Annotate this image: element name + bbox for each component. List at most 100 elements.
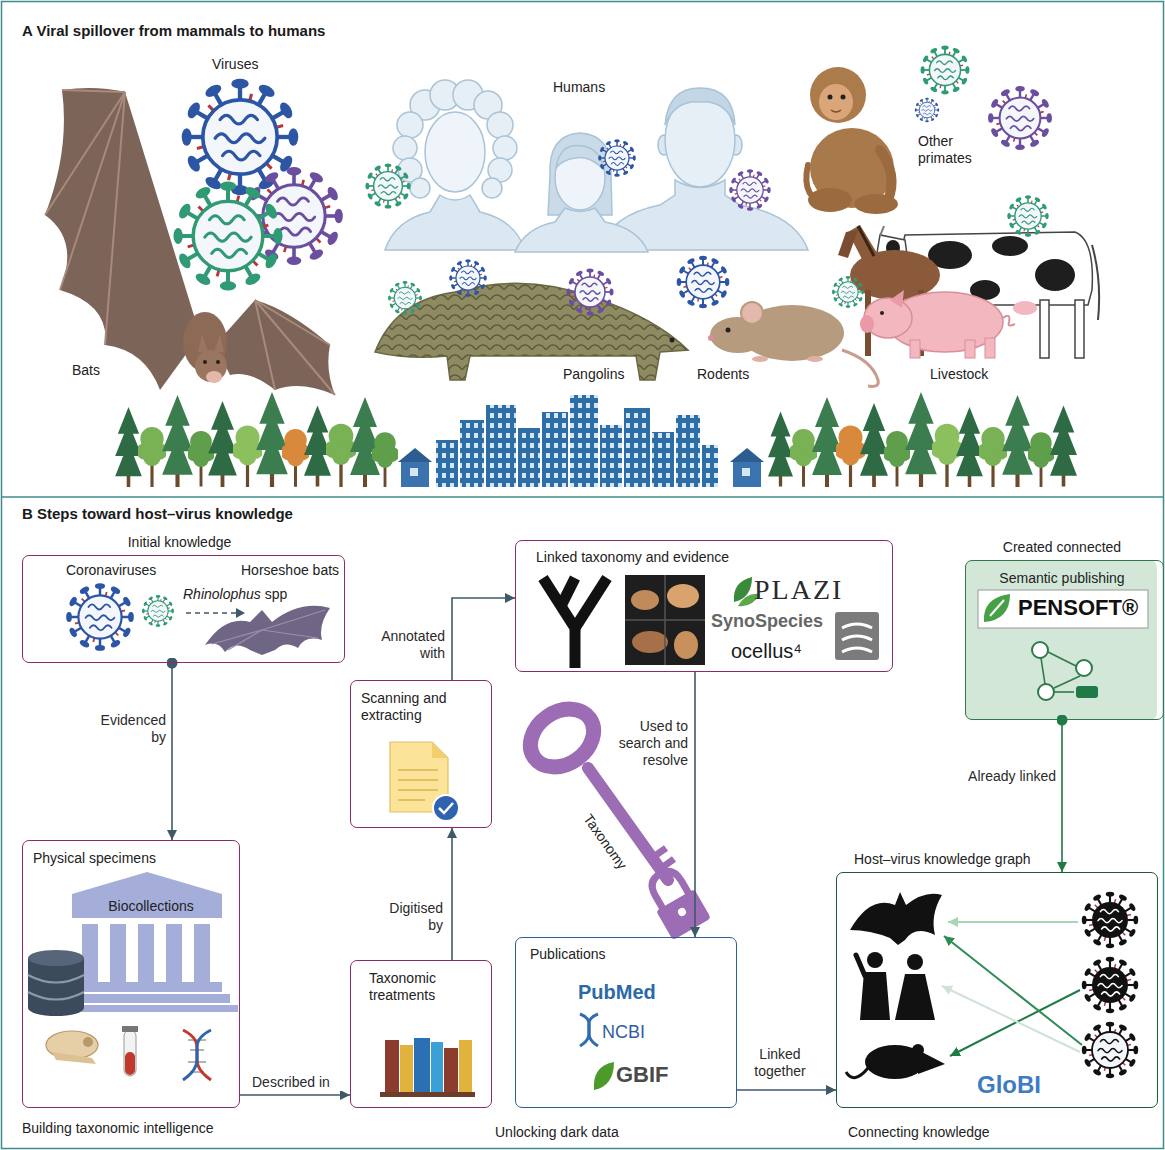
gbif-leaf xyxy=(594,1062,614,1090)
biocollection-icon xyxy=(110,924,126,982)
livestock-illustration xyxy=(838,230,858,258)
landscape xyxy=(1002,395,1033,487)
livestock-illustration xyxy=(880,226,884,236)
edge-label: Described in xyxy=(250,1074,349,1091)
figure-label: Livestock xyxy=(930,366,988,383)
graph-illustration xyxy=(1082,1022,1138,1078)
coronavirus-icon xyxy=(236,608,245,618)
landscape xyxy=(208,401,237,487)
figure-label: Pangolins xyxy=(563,366,625,383)
stack-icon xyxy=(842,624,872,652)
flow-arrow xyxy=(737,1089,836,1091)
books-icon xyxy=(380,1092,475,1097)
biocollection-icon xyxy=(82,924,98,982)
plazi-leaf xyxy=(738,594,760,607)
key-label: Taxonomy xyxy=(580,811,631,873)
rodent-illustration xyxy=(807,356,823,362)
livestock-illustration xyxy=(890,290,904,308)
semantic-panel xyxy=(1041,658,1045,684)
stage-label: Connecting knowledge xyxy=(848,1124,990,1141)
graph-illustration xyxy=(846,892,1138,1079)
virus-illustration xyxy=(449,259,487,297)
primate-illustration xyxy=(810,67,866,123)
books-icon xyxy=(459,1040,472,1092)
box-text: PubMed xyxy=(578,980,656,1004)
books-icon xyxy=(400,1045,413,1092)
semantic-panel xyxy=(1076,686,1098,698)
books-icon xyxy=(380,1038,475,1097)
human-illustration xyxy=(548,133,612,215)
horseshoe-bat-icon xyxy=(212,630,262,644)
taxonomy-key xyxy=(652,848,666,858)
sample-tube-icon xyxy=(122,1026,138,1076)
flow-arrow xyxy=(1061,720,1063,872)
landscape xyxy=(652,432,674,487)
landscape xyxy=(676,415,700,487)
graph-illustration xyxy=(912,1044,924,1056)
landscape xyxy=(115,392,1077,487)
document-icon xyxy=(398,779,438,781)
landscape xyxy=(518,428,540,487)
bat-illustration xyxy=(60,92,125,290)
lock-icon xyxy=(677,907,688,918)
bat-illustration xyxy=(255,300,275,390)
human-illustration xyxy=(556,145,604,170)
box-text: Rhinolophus spp xyxy=(183,586,287,603)
photo-collage xyxy=(625,575,705,665)
livestock-illustration xyxy=(1040,300,1049,358)
horseshoe-bat-icon xyxy=(228,630,262,650)
landscape xyxy=(702,445,718,487)
human-illustration xyxy=(385,80,808,252)
virus-illustration xyxy=(567,269,614,316)
graph-illustration xyxy=(850,892,942,945)
landscape xyxy=(600,425,622,487)
knowledge-box: Initial knowledgeCoronavirusesHorseshoe … xyxy=(22,555,345,663)
document-icon xyxy=(398,769,438,771)
figure-label: Viruses xyxy=(212,56,258,73)
virus-illustration xyxy=(173,181,282,290)
horseshoe-bat-icon xyxy=(212,610,325,650)
document-icon xyxy=(433,795,459,821)
livestock-illustration xyxy=(992,236,1028,256)
figure-label: Other primates xyxy=(918,133,982,167)
bat-illustration xyxy=(198,334,208,352)
dna-icon xyxy=(183,1030,211,1080)
human-illustration xyxy=(493,136,517,160)
virus-illustration xyxy=(173,46,1051,316)
semantic-panel xyxy=(978,590,1148,628)
plazi-leaf xyxy=(734,577,760,606)
primate-illustration xyxy=(828,95,833,100)
bat-illustration xyxy=(203,360,207,364)
books-icon xyxy=(444,1048,458,1092)
landscape xyxy=(789,429,819,487)
figure-frame xyxy=(2,496,1164,498)
flow-arrow xyxy=(451,828,453,960)
bat-illustration xyxy=(255,300,335,395)
landscape xyxy=(1050,406,1077,487)
box-text: Horseshoe bats xyxy=(241,562,339,579)
semantic-panel xyxy=(1032,642,1048,658)
biocollection-icon xyxy=(166,924,182,982)
biocollection-icon xyxy=(64,994,230,1003)
taxonomy-logo xyxy=(543,578,575,668)
landscape xyxy=(486,405,516,487)
photo-collage xyxy=(667,584,699,608)
flow-arrow xyxy=(452,598,515,680)
human-illustration xyxy=(425,112,485,192)
semantic-box: Created connectedSemantic publishingPENS… xyxy=(965,560,1164,720)
figure-label: Rodents xyxy=(697,366,749,383)
landscape xyxy=(977,427,1008,487)
bat-illustration xyxy=(195,350,227,382)
edge-label: Evidenced by xyxy=(92,712,168,746)
landscape xyxy=(232,425,264,487)
edge-label: Already linked xyxy=(950,768,1058,785)
box-text: NCBI xyxy=(602,1022,645,1044)
graph-illustration xyxy=(865,1045,925,1079)
landscape xyxy=(436,440,458,487)
primate-illustration xyxy=(880,150,892,200)
landscape xyxy=(162,395,193,487)
database-icon xyxy=(28,950,84,1016)
